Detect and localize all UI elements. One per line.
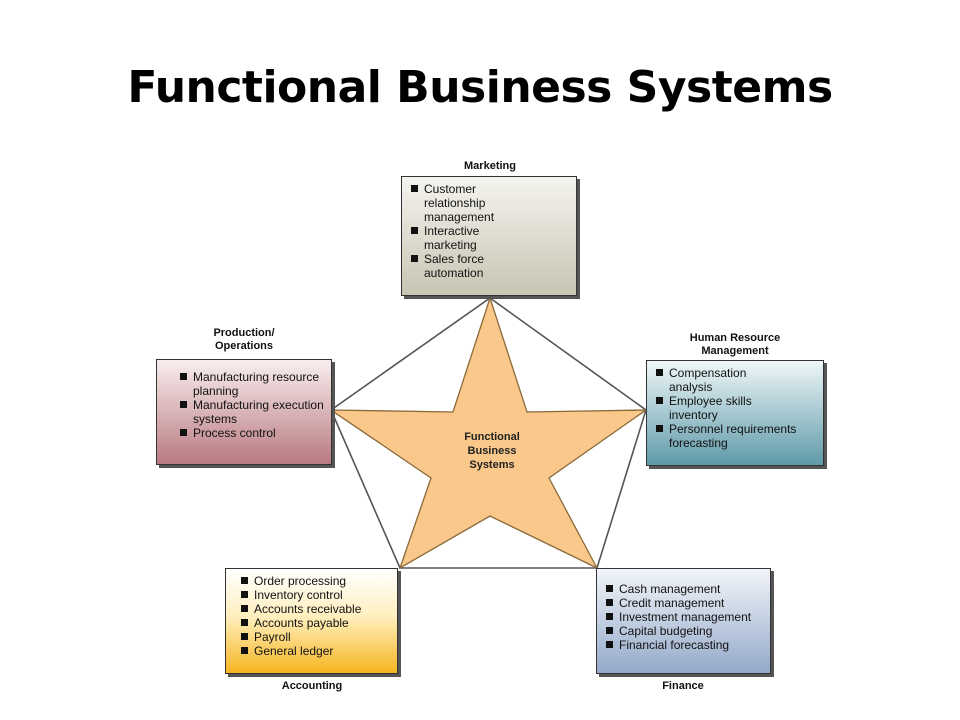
list-item: Sales force automation [408, 252, 504, 280]
hr-box: Compensation analysis Employee skills in… [646, 360, 824, 466]
center-label-line: Systems [469, 459, 515, 471]
production-box: Manufacturing resource planning Manufact… [156, 359, 332, 465]
list-item: Employee skills inventory [653, 394, 769, 422]
production-label-line: Production/ [213, 327, 275, 339]
list-item: Personnel requirements forecasting [653, 422, 817, 450]
list-item: Payroll [238, 630, 391, 644]
accounting-list: Order processing Inventory control Accou… [238, 574, 391, 658]
finance-label: Finance [662, 680, 704, 692]
hr-list: Compensation analysis Employee skills in… [653, 366, 817, 450]
hr-label-line: Human Resource [689, 332, 781, 344]
production-label-line: Operations [214, 340, 274, 352]
functional-star [328, 295, 649, 570]
pentagon-outline [330, 297, 647, 569]
list-item: Investment management [603, 610, 764, 624]
list-item: Manufacturing resource planning [177, 370, 325, 398]
list-item: Order processing [238, 574, 391, 588]
center-label: Functional Business Systems [432, 430, 552, 472]
marketing-box: Customer relationship management Interac… [401, 176, 577, 296]
marketing-label: Marketing [464, 160, 516, 172]
center-label-line: Business [467, 445, 517, 457]
hr-label-line: Management [701, 345, 769, 357]
list-item: Inventory control [238, 588, 391, 602]
production-list: Manufacturing resource planning Manufact… [177, 370, 325, 440]
slide-title: Functional Business Systems [127, 62, 833, 113]
list-item: Accounts receivable [238, 602, 391, 616]
marketing-list: Customer relationship management Interac… [408, 182, 570, 280]
list-item: Accounts payable [238, 616, 391, 630]
accounting-box: Order processing Inventory control Accou… [225, 568, 398, 674]
list-item: Capital budgeting [603, 624, 764, 638]
list-item: Financial forecasting [603, 638, 764, 652]
accounting-label: Accounting [281, 680, 343, 692]
list-item: Customer relationship management [408, 182, 524, 224]
list-item: Manufacturing execution systems [177, 398, 325, 426]
list-item: Process control [177, 426, 325, 440]
list-item: Interactive marketing [408, 224, 504, 252]
list-item: Credit management [603, 596, 764, 610]
list-item: General ledger [238, 644, 391, 658]
list-item: Compensation analysis [653, 366, 769, 394]
center-label-line: Functional [464, 431, 520, 443]
list-item: Cash management [603, 582, 764, 596]
finance-list: Cash management Credit management Invest… [603, 582, 764, 652]
production-label: Production/ Operations [184, 327, 304, 353]
hr-label: Human Resource Management [665, 332, 805, 358]
finance-box: Cash management Credit management Invest… [596, 568, 771, 674]
